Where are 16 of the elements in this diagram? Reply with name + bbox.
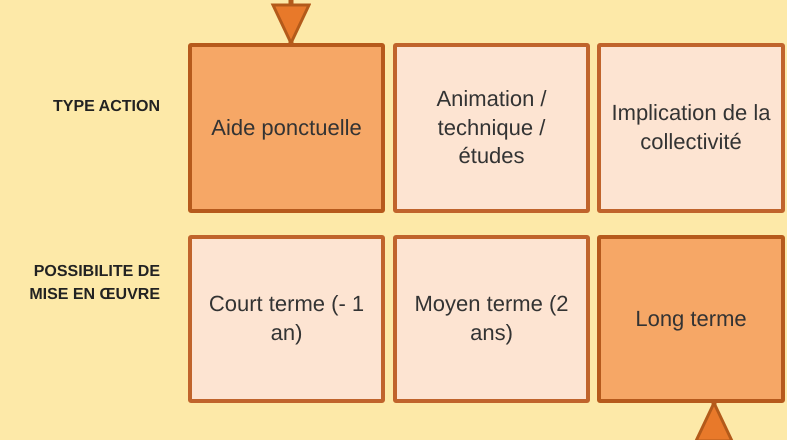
- box-label: Animation / technique / études: [435, 85, 548, 170]
- box-label: Moyen terme (2 ans): [413, 290, 570, 347]
- category-box: [188, 235, 385, 403]
- box-label: Court terme (- 1 an): [208, 290, 366, 347]
- box-label: Aide ponctuelle: [211, 114, 362, 142]
- category-box: [597, 235, 785, 403]
- row-label: TYPE ACTION: [52, 97, 160, 117]
- row-label: POSSIBILITE DE MISE EN ŒUVRE: [28, 262, 160, 306]
- category-box: [393, 43, 590, 213]
- pointer-arrow: [694, 402, 734, 440]
- category-box: [597, 43, 785, 213]
- pointer-arrow: [272, 0, 310, 44]
- category-box: [188, 43, 385, 213]
- box-label: Implication de la collectivité: [610, 99, 772, 156]
- category-box: [393, 235, 590, 403]
- box-label: Long terme: [635, 304, 747, 333]
